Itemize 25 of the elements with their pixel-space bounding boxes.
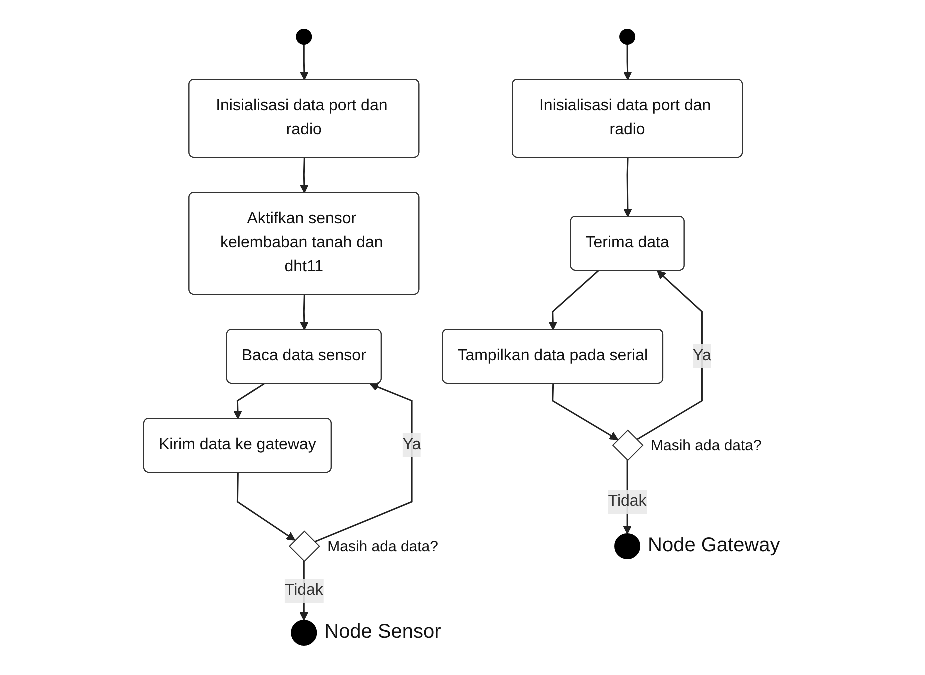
- arrow: [624, 158, 632, 218]
- node-caption: Node Sensor: [324, 620, 442, 643]
- node-circle: [620, 29, 636, 45]
- node-circle: [296, 29, 312, 45]
- arrow: [300, 158, 309, 194]
- node-circle: [614, 534, 641, 560]
- arrow: [300, 44, 309, 80]
- node-caption: Node Gateway: [648, 534, 780, 556]
- arrow: [552, 384, 619, 440]
- arrow: [237, 472, 296, 541]
- decision-label: Masih ada data?: [328, 538, 439, 556]
- edge-label: Ya: [693, 347, 712, 364]
- arrow: [548, 270, 600, 330]
- arrow: [624, 44, 632, 80]
- arrow: [636, 270, 704, 441]
- node-circle: [291, 620, 318, 646]
- node-diamond: [289, 530, 320, 562]
- edge-label: Ya: [402, 436, 422, 454]
- arrow: [314, 382, 413, 543]
- node-diamond: [612, 430, 644, 462]
- edge-label: Tidak: [285, 582, 324, 599]
- arrow: [300, 294, 309, 330]
- decision-label: Masih ada data?: [651, 438, 762, 454]
- arrow: [234, 383, 265, 420]
- edge-label: Tidak: [608, 492, 647, 510]
